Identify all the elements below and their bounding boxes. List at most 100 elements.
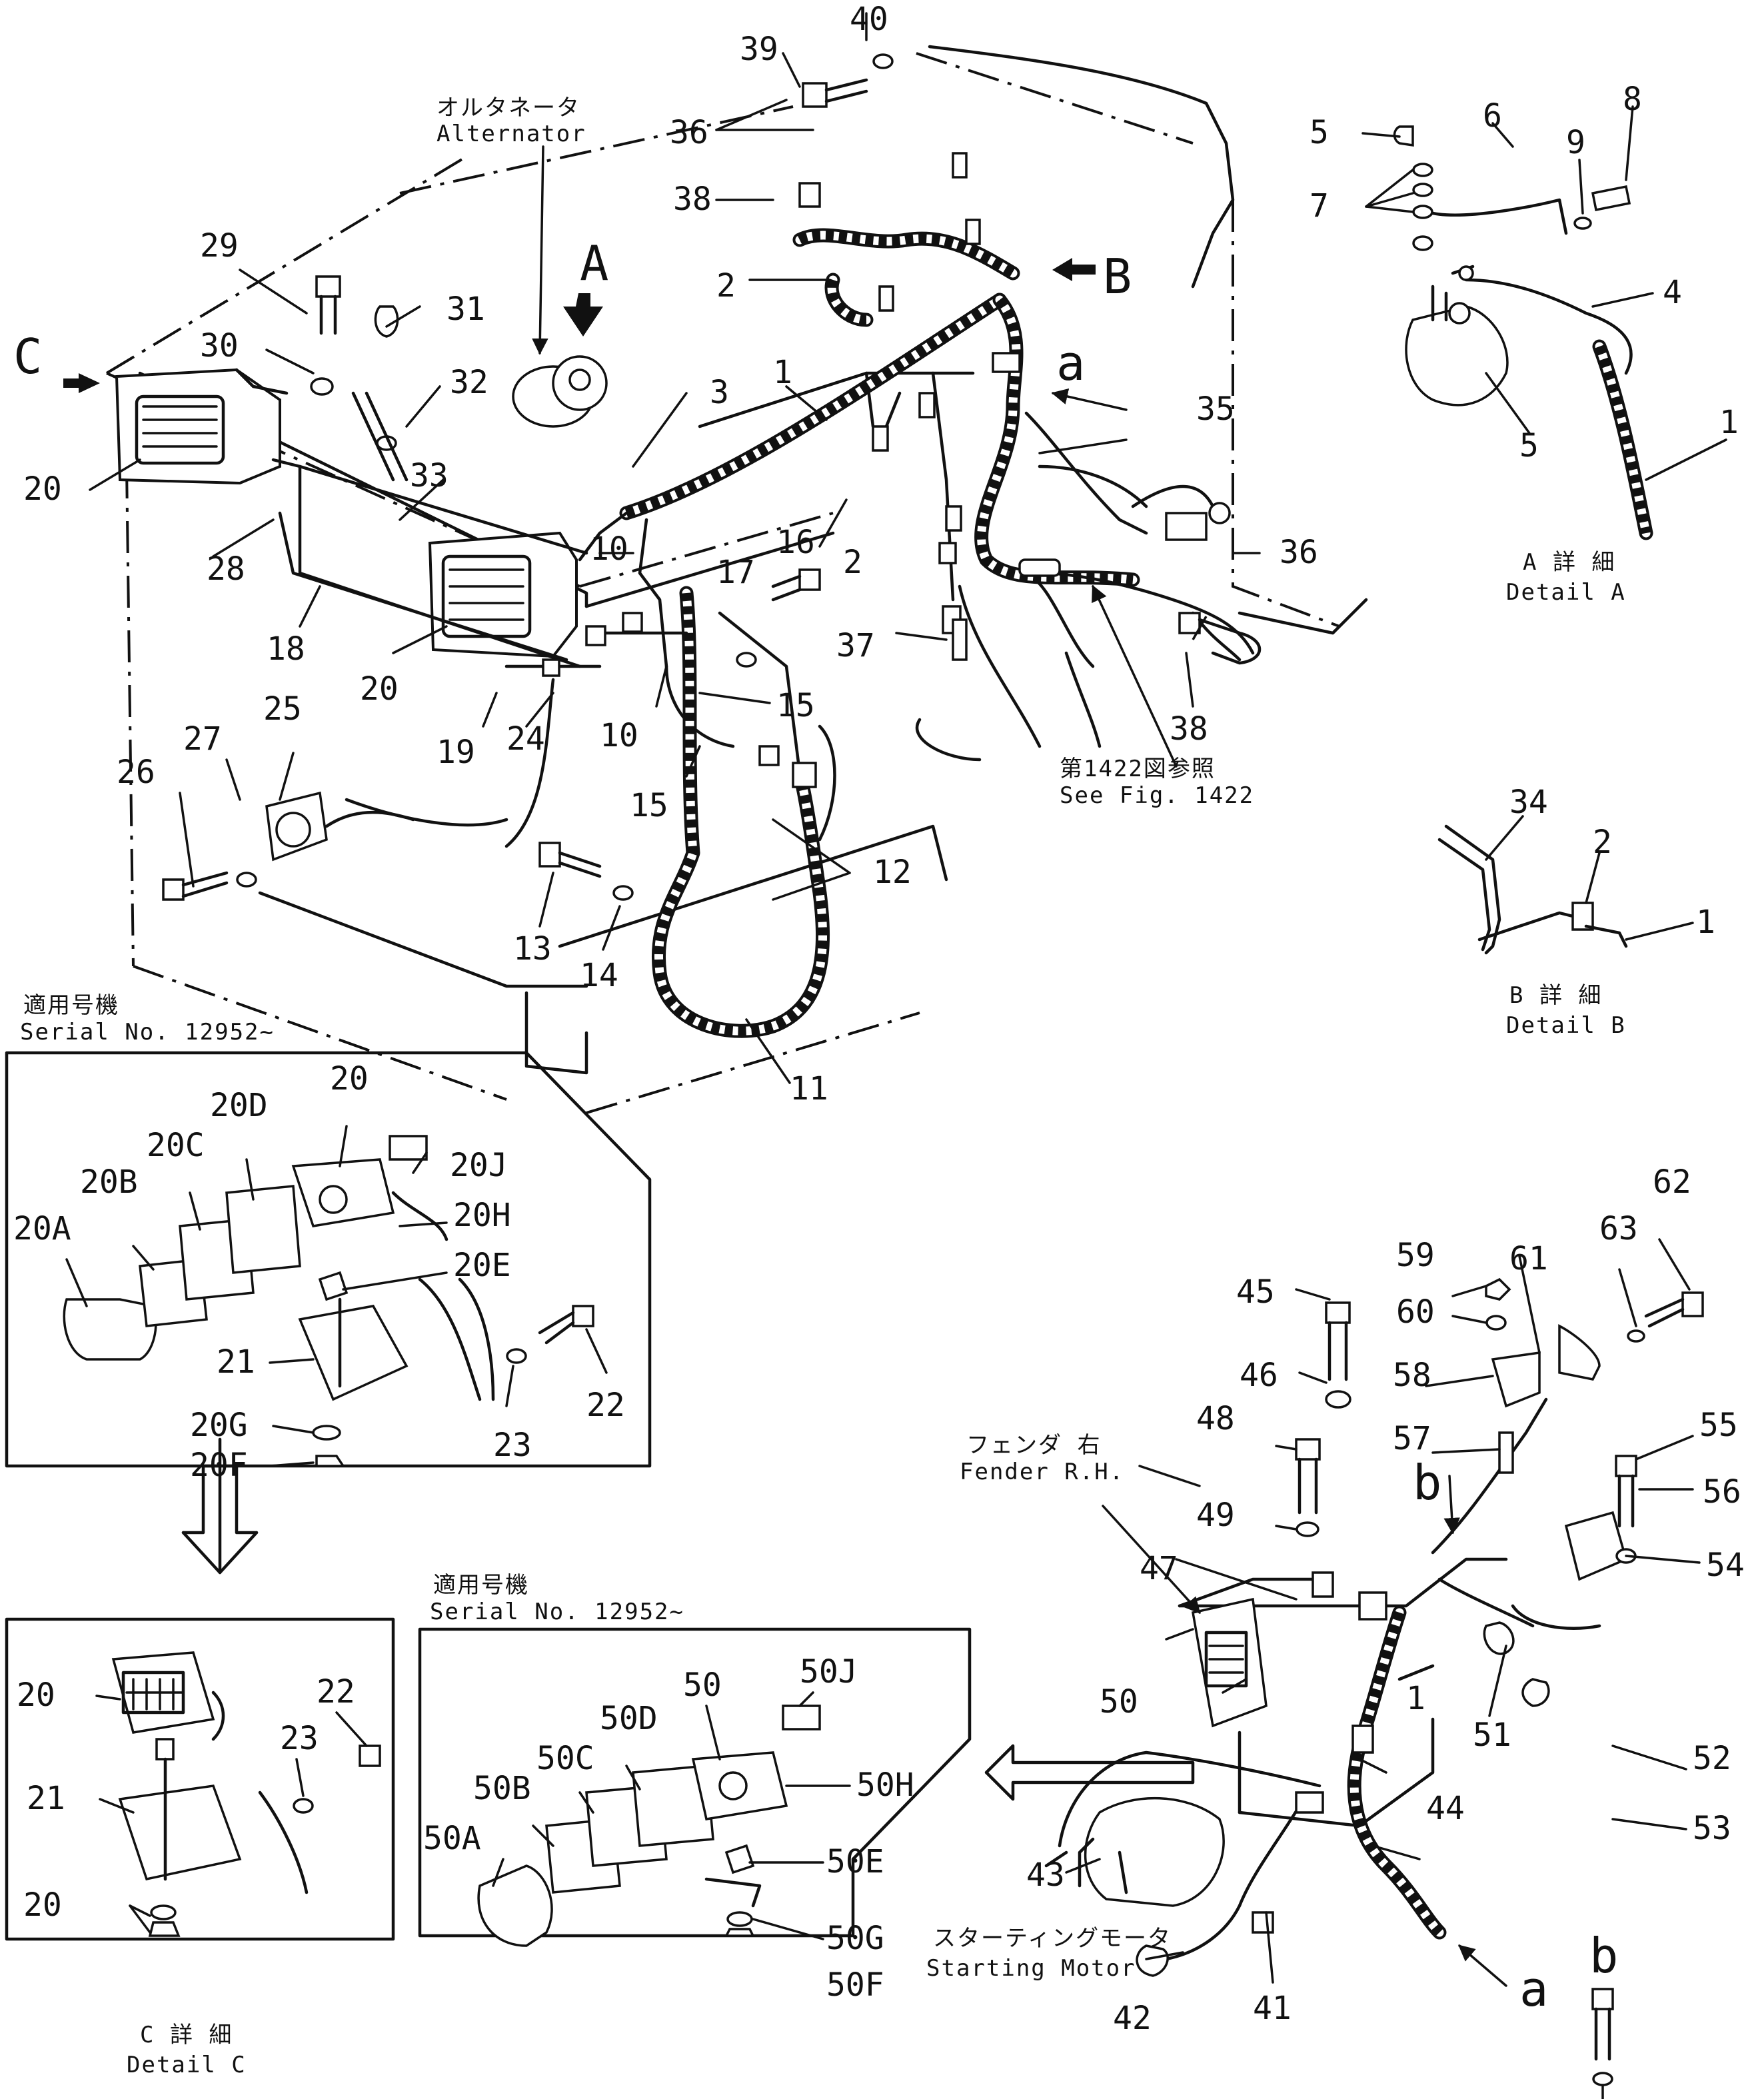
- part-number-label: 1: [1719, 404, 1739, 441]
- part-number-label: 21: [27, 1780, 65, 1817]
- detail-b-label-en: Detail B: [1506, 1012, 1626, 1039]
- part-number-label: 50: [1100, 1683, 1138, 1721]
- part-number-label: 50F: [826, 1966, 884, 2004]
- part-number-label: 20F: [190, 1447, 248, 1484]
- alternator-label-jp: オルタネータ: [437, 95, 580, 121]
- part-number-label: 35: [1196, 390, 1235, 428]
- part-number-label: 2: [716, 267, 736, 305]
- part-number-label: 5: [1310, 114, 1329, 151]
- part-number-label: 10: [600, 717, 638, 754]
- see-fig-label-jp: 第1422図参照: [1060, 756, 1216, 782]
- part-number-label: 58: [1393, 1357, 1431, 1394]
- detail-b-label-jp: B 詳 細: [1509, 982, 1602, 1009]
- part-number-label: 50: [683, 1667, 722, 1704]
- part-number-label: 50B: [473, 1770, 531, 1807]
- part-number-label: 50C: [536, 1740, 594, 1777]
- part-number-label: 38: [1170, 710, 1208, 748]
- part-number-label: 50G: [826, 1920, 884, 1957]
- serial-label-1-jp: 適用号機: [23, 992, 119, 1019]
- part-number-label: 6: [1483, 97, 1502, 135]
- part-number-label: 59: [1396, 1237, 1435, 1274]
- view-arrow-a: A: [580, 235, 608, 291]
- bolts-washers-main: [162, 53, 1262, 901]
- part-number-label: 2: [843, 544, 862, 581]
- part-number-label: 23: [493, 1427, 532, 1464]
- part-number-label: 40: [850, 1, 888, 38]
- part-number-label: 37: [836, 627, 875, 664]
- part-number-label: 1: [1406, 1680, 1425, 1717]
- part-number-label: 11: [790, 1070, 828, 1107]
- part-number-label: 24: [506, 720, 545, 758]
- callout-texts: オルタネータ Alternator 第1422図参照 See Fig. 1422…: [20, 95, 1626, 2078]
- view-arrow-c: C: [13, 329, 42, 384]
- leader-lines-boxes: [65, 1125, 851, 1940]
- part-number-label: 20H: [453, 1197, 511, 1234]
- part-number-label: 13: [513, 930, 552, 968]
- part-number-label: 18: [267, 630, 305, 668]
- alternator: [512, 355, 608, 428]
- part-number-label: 50H: [856, 1766, 914, 1804]
- part-number-label: 19: [437, 734, 475, 771]
- fender-label-en: Fender R.H.: [960, 1459, 1124, 1485]
- serial-label-2-jp: 適用号機: [433, 1572, 529, 1599]
- part-number-label: 20: [330, 1060, 369, 1097]
- part-number-label: 25: [263, 690, 302, 728]
- part-number-label: 8: [1623, 81, 1642, 118]
- part-number-label: 10: [590, 530, 628, 568]
- leader-lines-main: [89, 12, 1261, 1084]
- detail-c-label-en: Detail C: [127, 2052, 247, 2078]
- part-number-label: 54: [1706, 1547, 1745, 1584]
- part-number-label: 36: [670, 114, 708, 151]
- detail-b-drawing: [1437, 815, 1694, 955]
- part-number-label: 48: [1196, 1400, 1235, 1437]
- box-serial-upper-left: [5, 1051, 652, 1468]
- view-arrow-b: B: [1103, 249, 1132, 305]
- view-arrow-glyphs: [63, 258, 1096, 393]
- part-number-label: 26: [117, 754, 155, 791]
- part-number-label: 12: [873, 854, 912, 891]
- part-number-label: 20D: [210, 1087, 268, 1124]
- work-lamp-right: [428, 531, 578, 658]
- part-number-label: 28: [207, 550, 245, 588]
- part-number-label: 20: [360, 670, 399, 708]
- see-fig-label-en: See Fig. 1422: [1060, 782, 1254, 809]
- part-number-label: 14: [580, 957, 618, 994]
- part-number-label: 1: [773, 354, 792, 391]
- link-a-top: a: [1056, 335, 1085, 391]
- part-number-label: 50E: [826, 1843, 884, 1880]
- part-number-label: 52: [1693, 1740, 1731, 1777]
- detail-a-label-jp: A 詳 細: [1523, 549, 1615, 576]
- part-number-label: 49: [1196, 1497, 1235, 1534]
- part-number-label: 47: [1140, 1550, 1178, 1587]
- part-number-label: 23: [280, 1720, 319, 1757]
- leader-lines-lower: [1065, 1238, 1701, 2099]
- link-b-bottom: b: [1589, 1928, 1618, 1984]
- part-number-label: 20C: [147, 1127, 205, 1164]
- part-number-label: 60: [1396, 1293, 1435, 1331]
- part-number-label: 20J: [450, 1147, 508, 1184]
- lower-right-parts: [1295, 1277, 1704, 2086]
- part-number-label: 20G: [190, 1407, 248, 1444]
- part-number-label: 20: [23, 470, 62, 508]
- box-detail-c: [5, 1437, 395, 1941]
- view-arrow-letters: A B C a a b b: [13, 235, 1618, 2017]
- part-number-label: 45: [1236, 1273, 1275, 1311]
- main-wiring-harness: [345, 228, 1255, 1038]
- part-number-label: 50D: [600, 1700, 658, 1737]
- part-number-label: 56: [1703, 1473, 1741, 1511]
- part-number-label: 61: [1509, 1240, 1548, 1277]
- part-number-label: 21: [217, 1343, 255, 1381]
- part-number-label: 34: [1509, 784, 1548, 821]
- part-number-label: 20: [17, 1677, 55, 1714]
- part-number-label: 2: [1593, 824, 1612, 861]
- part-number-label: 51: [1473, 1717, 1511, 1754]
- part-number-label: 50J: [800, 1653, 858, 1691]
- part-number-label: 3: [710, 374, 729, 411]
- detail-c-label-jp: C 詳 細: [140, 2022, 233, 2048]
- part-number-label: 27: [183, 720, 222, 758]
- part-number-label: 7: [1310, 187, 1329, 225]
- work-lamp-left: [115, 368, 289, 485]
- alternator-label-en: Alternator: [437, 121, 586, 147]
- part-number-label: 17: [716, 554, 755, 591]
- part-number-label: 22: [586, 1387, 625, 1424]
